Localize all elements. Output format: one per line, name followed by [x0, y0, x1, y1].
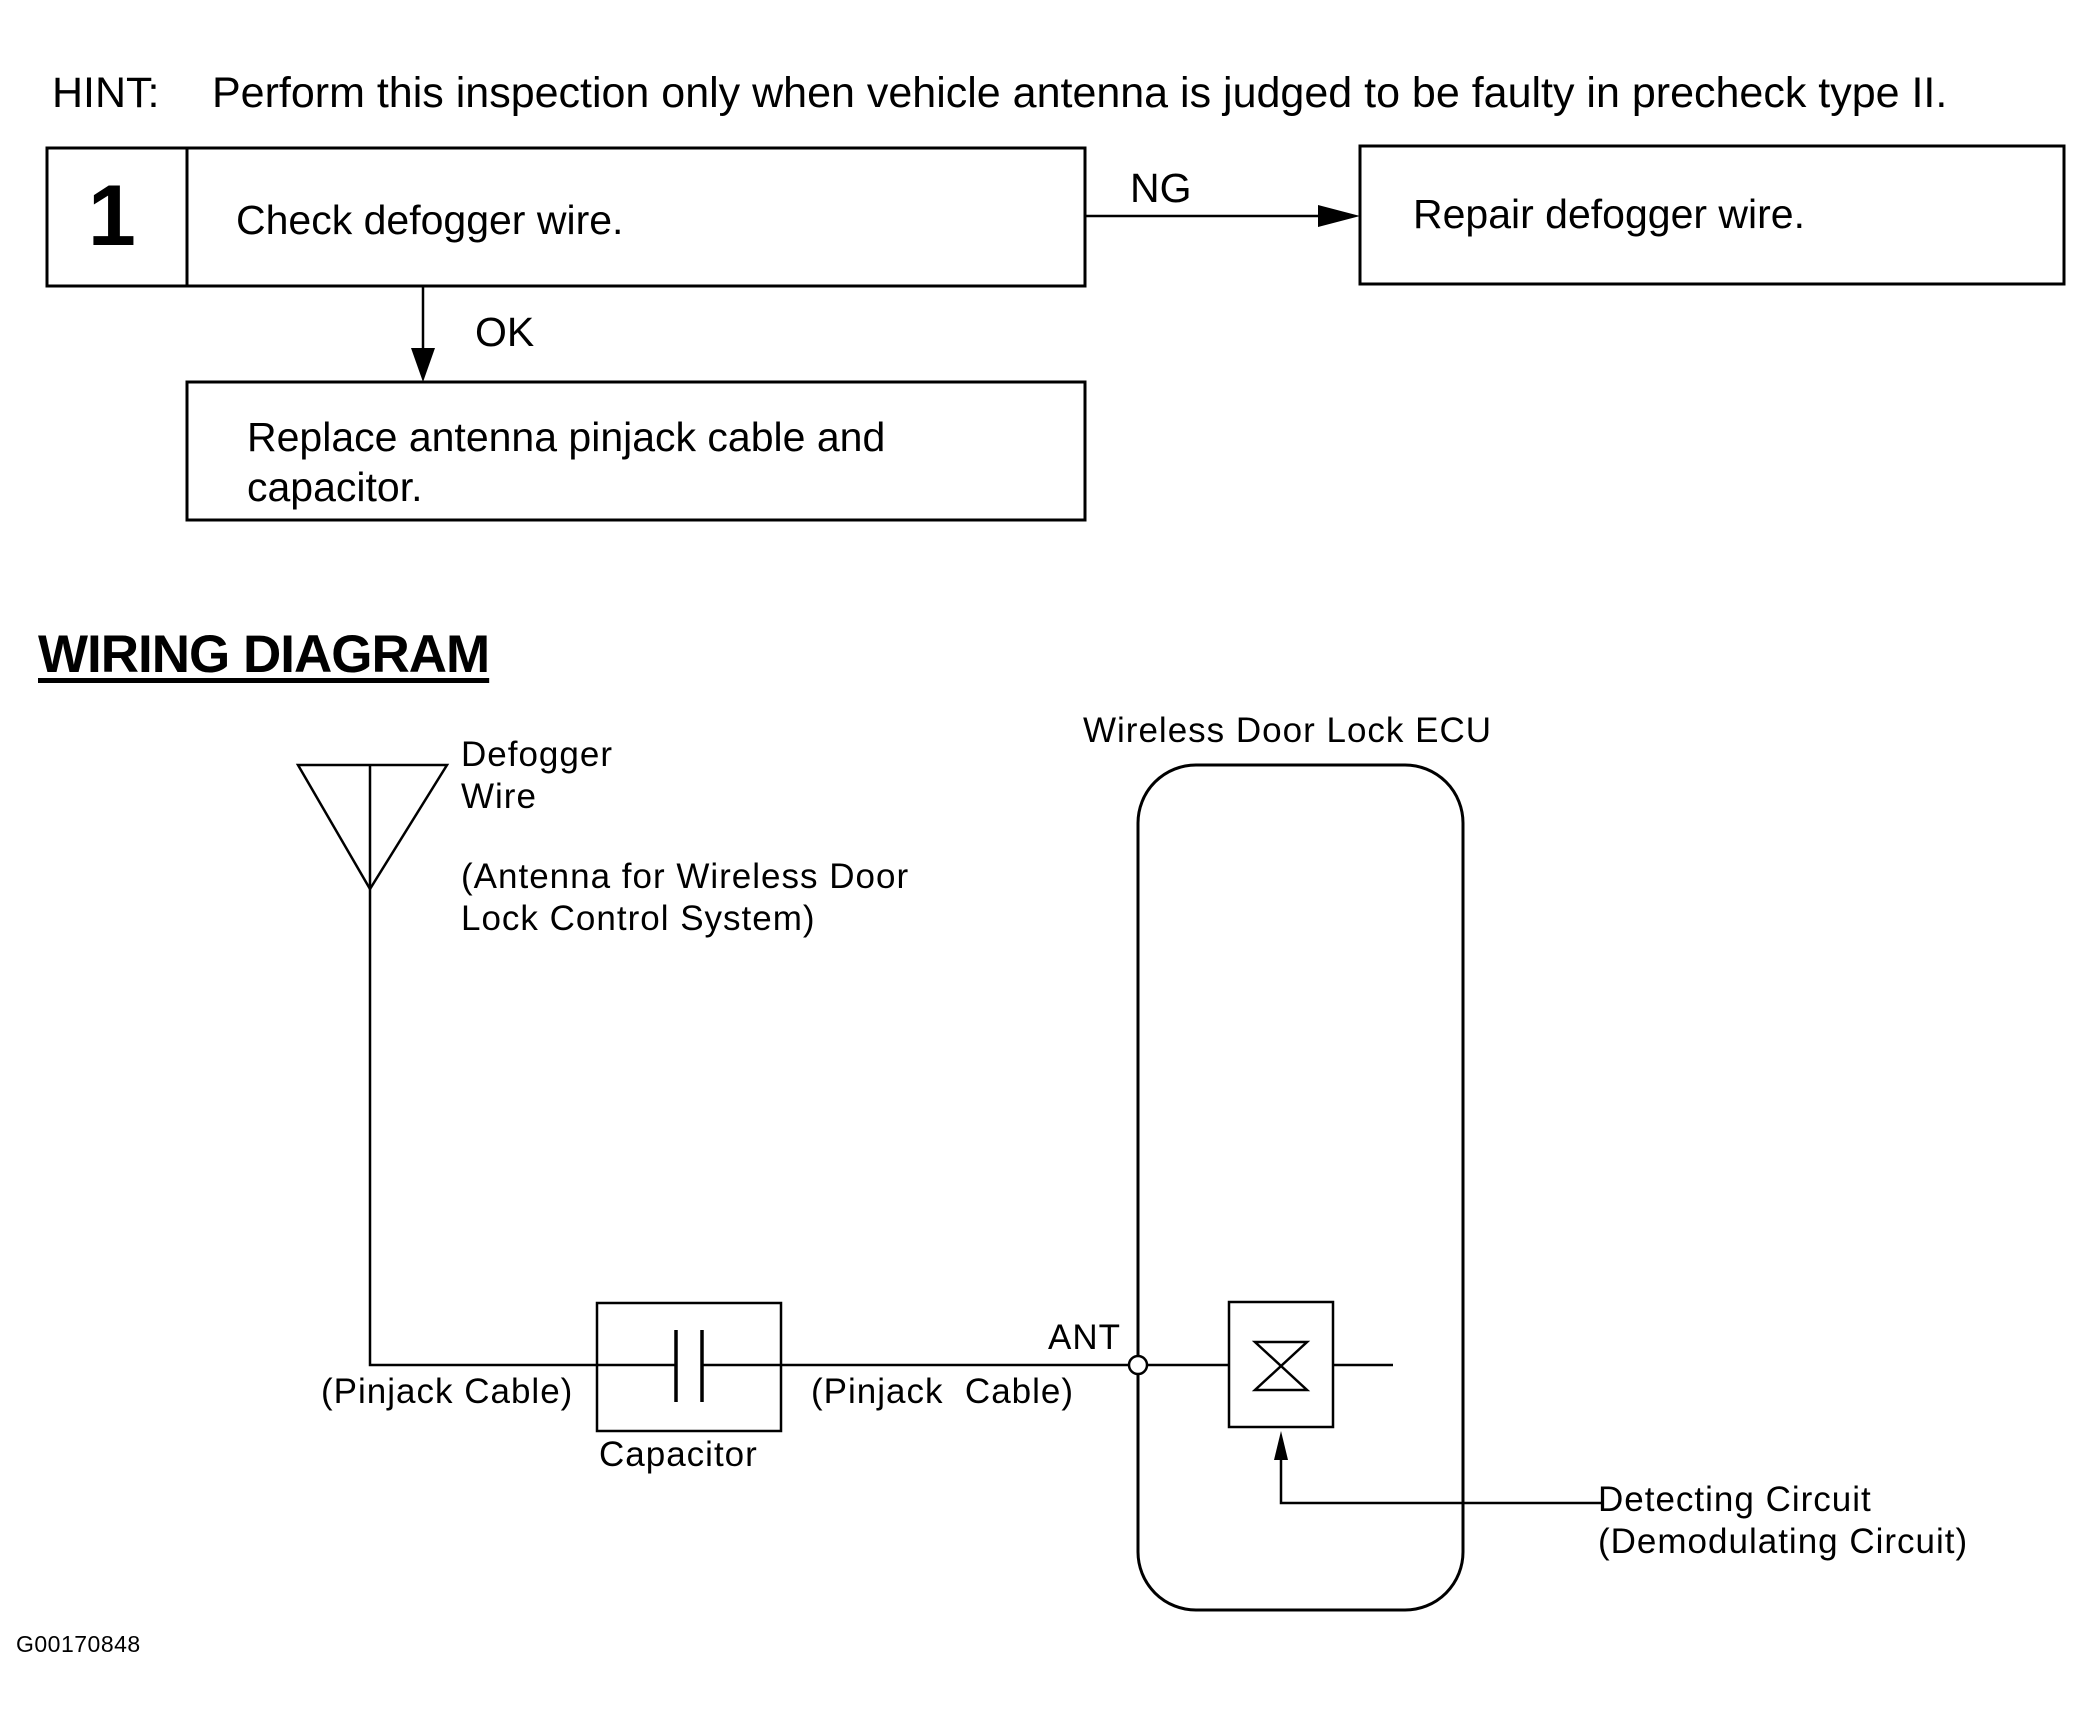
repair-text: Repair defogger wire.: [1413, 191, 1805, 237]
antenna-symbol: [295, 763, 450, 892]
step-number: 1: [88, 168, 136, 264]
section-title: WIRING DIAGRAM: [38, 625, 490, 684]
defogger-wire-label: Defogger Wire: [461, 735, 613, 816]
ant-terminal: [1127, 1354, 1149, 1376]
pinjack-cable-wire: [368, 889, 1135, 1367]
ok-arrow: [411, 286, 435, 382]
detecting-circuit-label: Detecting Circuit (Demodulating Circuit): [1598, 1480, 1969, 1561]
hint-text: Perform this inspection only when vehicl…: [212, 69, 1948, 117]
detecting-leader-line: [1274, 1431, 1602, 1505]
ng-label: NG: [1130, 165, 1192, 211]
capacitor-label: Capacitor: [599, 1435, 758, 1474]
detecting-circuit-symbol: [1227, 1300, 1335, 1429]
ecu-box: [1136, 763, 1465, 1612]
replace-box: [185, 380, 1087, 522]
repair-box: [1358, 144, 2066, 286]
hint-label: HINT:: [52, 69, 160, 117]
pinjack-cable-left-label: (Pinjack Cable): [321, 1372, 574, 1411]
ng-arrow: [1085, 205, 1360, 227]
step-1-text: Check defogger wire.: [236, 197, 624, 243]
figure-id: G00170848: [16, 1631, 141, 1657]
capacitor-symbol: [595, 1301, 783, 1433]
ant-label: ANT: [1048, 1318, 1121, 1357]
ok-label: OK: [475, 309, 535, 355]
replace-text: Replace antenna pinjack cable and capaci…: [247, 414, 886, 510]
antenna-note-label: (Antenna for Wireless Door Lock Control …: [461, 857, 910, 938]
pinjack-cable-right-label: (Pinjack Cable): [811, 1372, 1075, 1411]
ecu-label: Wireless Door Lock ECU: [1083, 711, 1493, 750]
